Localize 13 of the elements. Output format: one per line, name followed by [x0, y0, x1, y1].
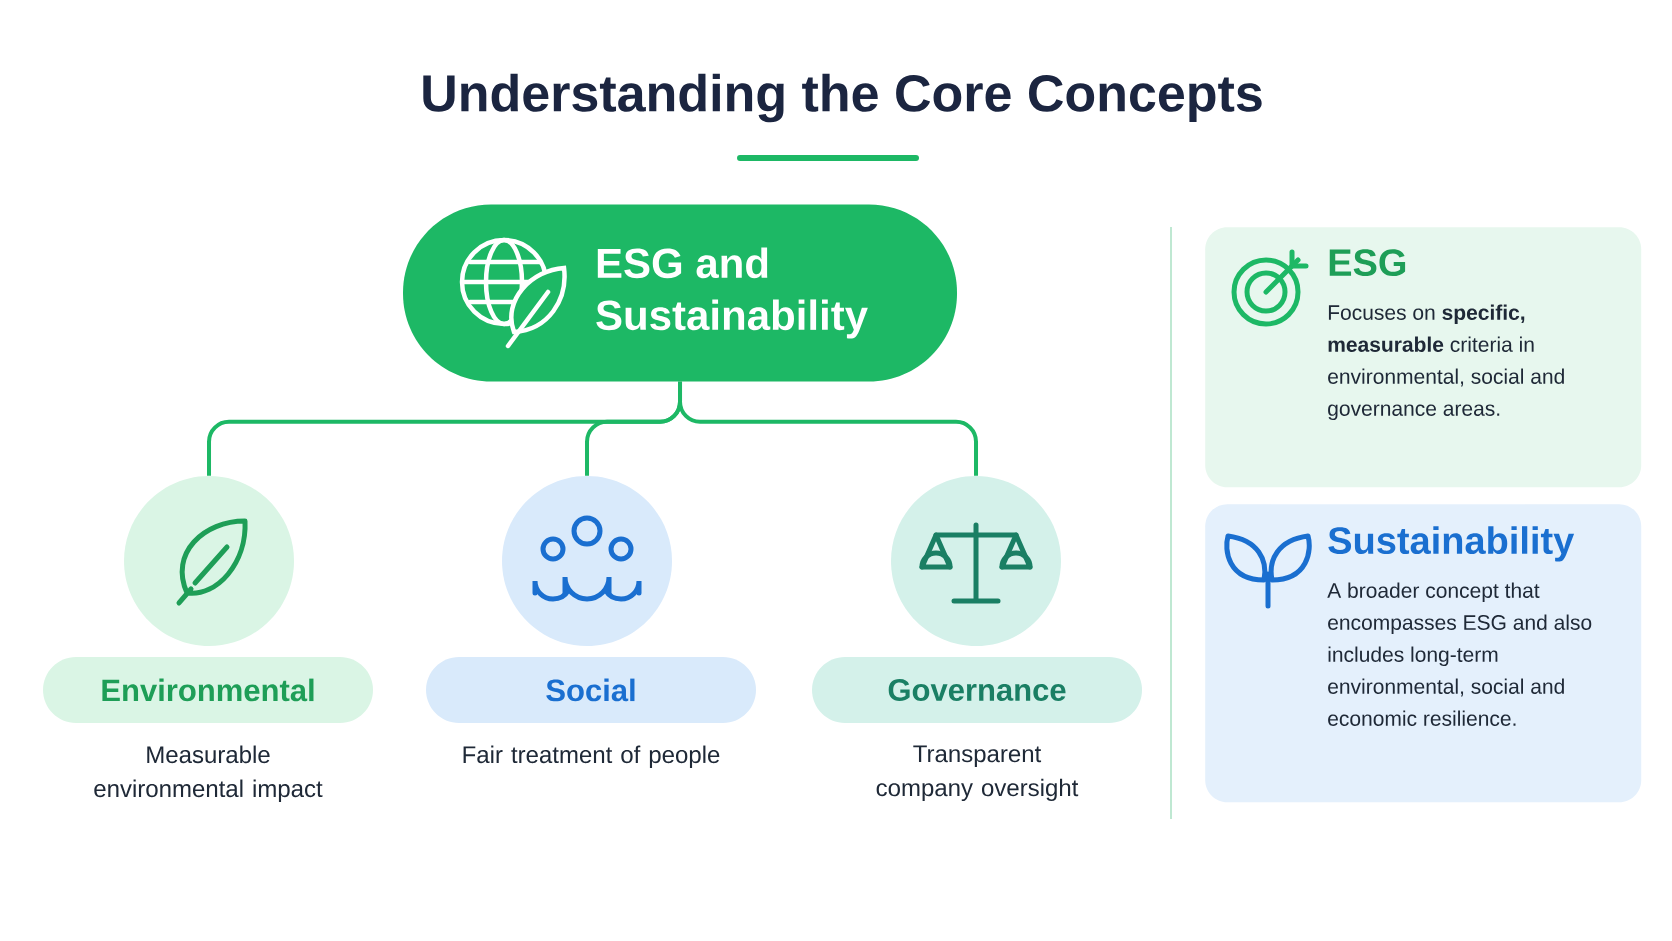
connector	[678, 381, 978, 476]
icon-circle	[124, 476, 294, 646]
description-text: Transparent company oversight	[876, 745, 1079, 802]
category-pill: Environmental	[43, 657, 373, 723]
description-text: Measurable environmental impact	[94, 745, 323, 802]
info-card: Sustainability A broader concept that encompasses ESG and also includes long-term environmental, social and economic resilience.	[1205, 504, 1642, 803]
icon-circle	[891, 476, 1061, 646]
category-pill: Social	[426, 657, 756, 723]
icon-circle	[502, 476, 672, 646]
info-card: ESG Focuses on specific, measurable criteria in environmental, social and governance areas.	[1205, 227, 1642, 488]
description-text: Fair treatment of people	[463, 745, 720, 768]
title: Understanding the Core Concepts	[423, 73, 1262, 123]
category-pill: Governance	[812, 657, 1142, 723]
